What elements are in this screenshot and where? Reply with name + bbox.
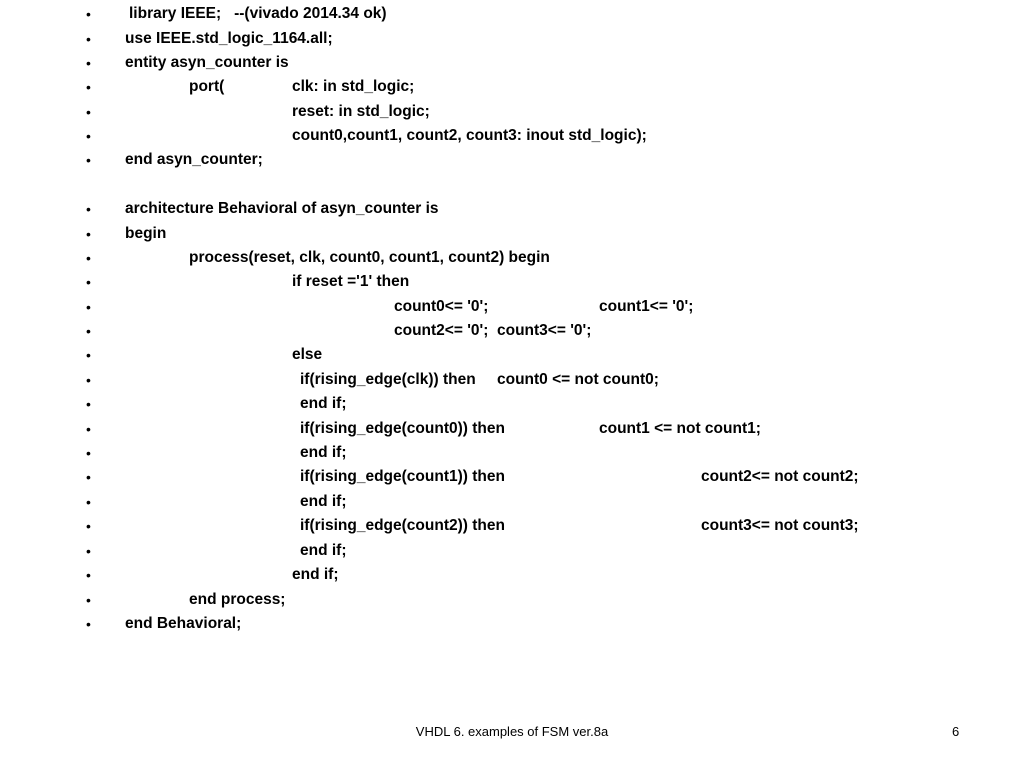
bullet-icon: • [86,152,91,168]
bullet-icon: • [86,55,91,71]
code-line: • if(rising_edge(count2)) then count3<= no… [0,514,1024,538]
bullet-icon: • [86,567,91,583]
bullet-icon: • [86,396,91,412]
code-line: • count0<= '0'; count1<= '0'; [0,295,1024,319]
code-line: • end process; [0,588,1024,612]
code-text: end Behavioral; [125,615,242,632]
code-text: end process; [189,591,286,608]
code-line: • count0,count1, count2, count3: inout st… [0,124,1024,148]
code-line: • use IEEE.std_logic_1164.all; [0,27,1024,51]
code-text: count0<= '0'; [394,298,489,315]
code-line: • count2<= '0'; count3<= '0'; [0,319,1024,343]
page-number: 6 [952,724,960,739]
code-text: count1 <= not count1; [599,420,761,437]
code-line: • else [0,343,1024,367]
bullet-icon: • [86,445,91,461]
code-text: use IEEE.std_logic_1164.all; [125,30,333,47]
code-line: • architecture Behavioral of asyn_counter… [0,197,1024,221]
bullet-icon: • [86,79,91,95]
code-text: end if; [300,542,347,559]
code-text: count3<= not count3; [701,517,859,534]
code-line: • reset: in std_logic; [0,100,1024,124]
code-text: architecture Behavioral of asyn_counter … [125,200,439,217]
code-text: entity asyn_counter is [125,54,289,71]
code-line: • end asyn_counter; [0,148,1024,172]
code-text: if reset ='1' then [292,273,410,290]
bullet-icon: • [86,226,91,242]
bullet-icon: • [86,104,91,120]
code-text: else [292,346,323,363]
code-line: • begin [0,222,1024,246]
code-text: clk: in std_logic; [292,78,415,95]
code-text: if(rising_edge(count2)) then [300,517,505,534]
bullet-icon: • [86,274,91,290]
code-line: • entity asyn_counter is [0,51,1024,75]
bullet-icon: • [86,616,91,632]
code-text: count0 <= not count0; [497,371,659,388]
bullet-icon: • [86,421,91,437]
footer-text: VHDL 6. examples of FSM ver.8a [415,724,609,739]
code-line: • library IEEE; --(vivado 2014.34 ok) [0,2,1024,26]
code-text: reset: in std_logic; [292,103,430,120]
code-line: • if reset ='1' then [0,270,1024,294]
bullet-icon: • [86,347,91,363]
code-text: end if; [300,444,347,461]
code-line: • end if; [0,539,1024,563]
code-text: end if; [300,395,347,412]
bullet-icon: • [86,6,91,22]
code-text: port( [189,78,225,95]
code-text: count3<= '0'; [497,322,592,339]
bullet-icon: • [86,518,91,534]
bullet-icon: • [86,323,91,339]
code-text: count0,count1, count2, count3: inout std… [292,127,647,144]
bullet-icon: • [86,592,91,608]
bullet-icon: • [86,543,91,559]
code-line: • process(reset, clk, count0, count1, cou… [0,246,1024,270]
code-line: • end if; [0,563,1024,587]
code-text: end if; [292,566,339,583]
bullet-icon: • [86,469,91,485]
bullet-icon: • [86,128,91,144]
code-text: count1<= '0'; [599,298,694,315]
bullet-icon: • [86,31,91,47]
code-text: if(rising_edge(clk)) then [300,371,476,388]
bullet-icon: • [86,299,91,315]
code-line: • end Behavioral; [0,612,1024,636]
code-line: • if(rising_edge(count1)) then count2<= no… [0,465,1024,489]
code-line: • if(rising_edge(count0)) then count1 <= n… [0,417,1024,441]
bullet-icon: • [86,494,91,510]
code-line: • if(rising_edge(clk)) then count0 <= not … [0,368,1024,392]
code-text: end if; [300,493,347,510]
code-text: begin [125,225,167,242]
bullet-icon: • [86,201,91,217]
bullet-icon: • [86,250,91,266]
code-text: if(rising_edge(count1)) then [300,468,505,485]
code-line: • end if; [0,441,1024,465]
code-line: • port( clk: in std_logic; [0,75,1024,99]
code-text: end asyn_counter; [125,151,263,168]
code-text: library IEEE; --(vivado 2014.34 ok) [129,5,387,22]
code-text: count2<= '0'; [394,322,489,339]
code-text: process(reset, clk, count0, count1, coun… [189,249,550,266]
code-line: • end if; [0,392,1024,416]
code-line: • end if; [0,490,1024,514]
code-text: count2<= not count2; [701,468,859,485]
code-text: if(rising_edge(count0)) then [300,420,505,437]
bullet-icon: • [86,372,91,388]
